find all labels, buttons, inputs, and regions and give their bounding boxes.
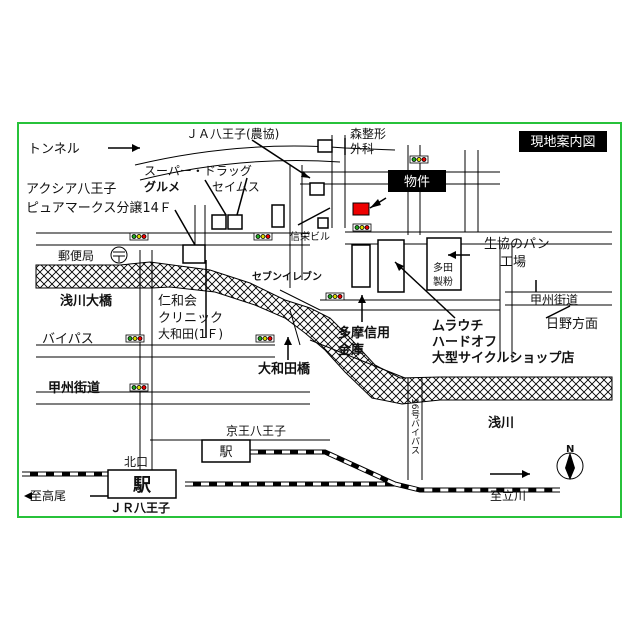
label-yamatoda-bashi: 大和田橋 — [258, 361, 311, 377]
label-asakawa: 浅川 — [488, 415, 514, 431]
label-jr: ＪＲ八王子 — [110, 501, 170, 515]
label-murauchi3: 大型サイクルショップ店 — [432, 350, 574, 366]
label-eki: 駅 — [132, 475, 152, 496]
label-bypass: バイパス — [42, 332, 94, 347]
label-seikyo2: 工場 — [500, 255, 526, 270]
label-kitaguchi: 北口 — [124, 455, 148, 469]
label-shinsei: 森整形 — [350, 126, 386, 141]
property-label: 物件 — [404, 175, 430, 190]
map-title: 現地案内図 — [530, 134, 595, 150]
label-seimusu: セイムス — [212, 180, 260, 194]
gurume-building — [211, 214, 227, 230]
label-shinsei2: 外科 — [350, 142, 374, 156]
label-seikyo: 生協のパン — [484, 237, 550, 252]
asakawa-river — [35, 261, 613, 405]
label-shinei: 信栄ビル — [290, 231, 330, 243]
title-box — [519, 131, 607, 152]
label-gurume: グルメ — [144, 179, 180, 194]
north-label: N — [566, 444, 574, 455]
arrow-heads — [24, 144, 530, 500]
label-tama2: 金庫 — [337, 342, 364, 358]
post-office-icon — [110, 246, 128, 264]
seikyo-building — [426, 237, 462, 291]
label-seven: セブンイレブン — [252, 270, 322, 283]
label-keio-eki: 駅 — [219, 445, 232, 460]
label-keio: 京王八王子 — [226, 424, 286, 438]
property-building — [352, 202, 370, 216]
label-ja: ＪＡ八王子(農協) — [186, 126, 279, 141]
label-murauchi2: ハードオフ — [432, 335, 497, 350]
label-axia2: ピュアマークス分譲14Ｆ — [26, 200, 172, 216]
label-tada2: 製粉 — [433, 275, 453, 288]
ja-building — [317, 139, 333, 153]
property-label-box — [388, 170, 446, 192]
railways — [22, 449, 560, 493]
label-murauchi: ムラウチ — [432, 319, 483, 334]
label-tachikawa: 至立川 — [490, 488, 526, 503]
label-tunnel: トンネル — [28, 142, 80, 157]
label-axia: アクシア八王子 — [26, 182, 116, 197]
jr-station-box — [107, 469, 177, 499]
seven-building — [271, 204, 285, 228]
road-network — [36, 135, 612, 480]
label-supermarket: スーパー・ドラッグ — [144, 164, 252, 178]
label-post: 郵便局 — [58, 249, 94, 263]
shinei-building — [317, 217, 329, 229]
keio-station-box — [201, 439, 251, 463]
traffic-lights — [125, 155, 429, 392]
label-route16: 16号バイパス — [409, 398, 420, 454]
label-clinic: クリニック — [158, 311, 223, 326]
axia-building — [182, 244, 206, 264]
tamashin-building — [351, 244, 371, 288]
label-tada: 多田 — [433, 261, 453, 274]
north-arrow-icon: N — [556, 444, 584, 480]
seimusu-building — [227, 214, 243, 230]
label-niwakai: 仁和会 — [158, 294, 197, 309]
label-asakawa-ohashi: 浅川大橋 — [60, 293, 113, 309]
building-a — [309, 182, 325, 196]
label-koshu-right: 甲州街道 — [530, 293, 578, 307]
label-yamatoda-1f: 大和田(1Ｆ) — [158, 327, 223, 341]
label-tama: 多摩信用 — [338, 325, 390, 341]
label-hino: 日野方面 — [546, 316, 598, 332]
label-takao: 至高尾 — [30, 488, 66, 503]
label-koshu-left: 甲州街道 — [48, 380, 100, 396]
